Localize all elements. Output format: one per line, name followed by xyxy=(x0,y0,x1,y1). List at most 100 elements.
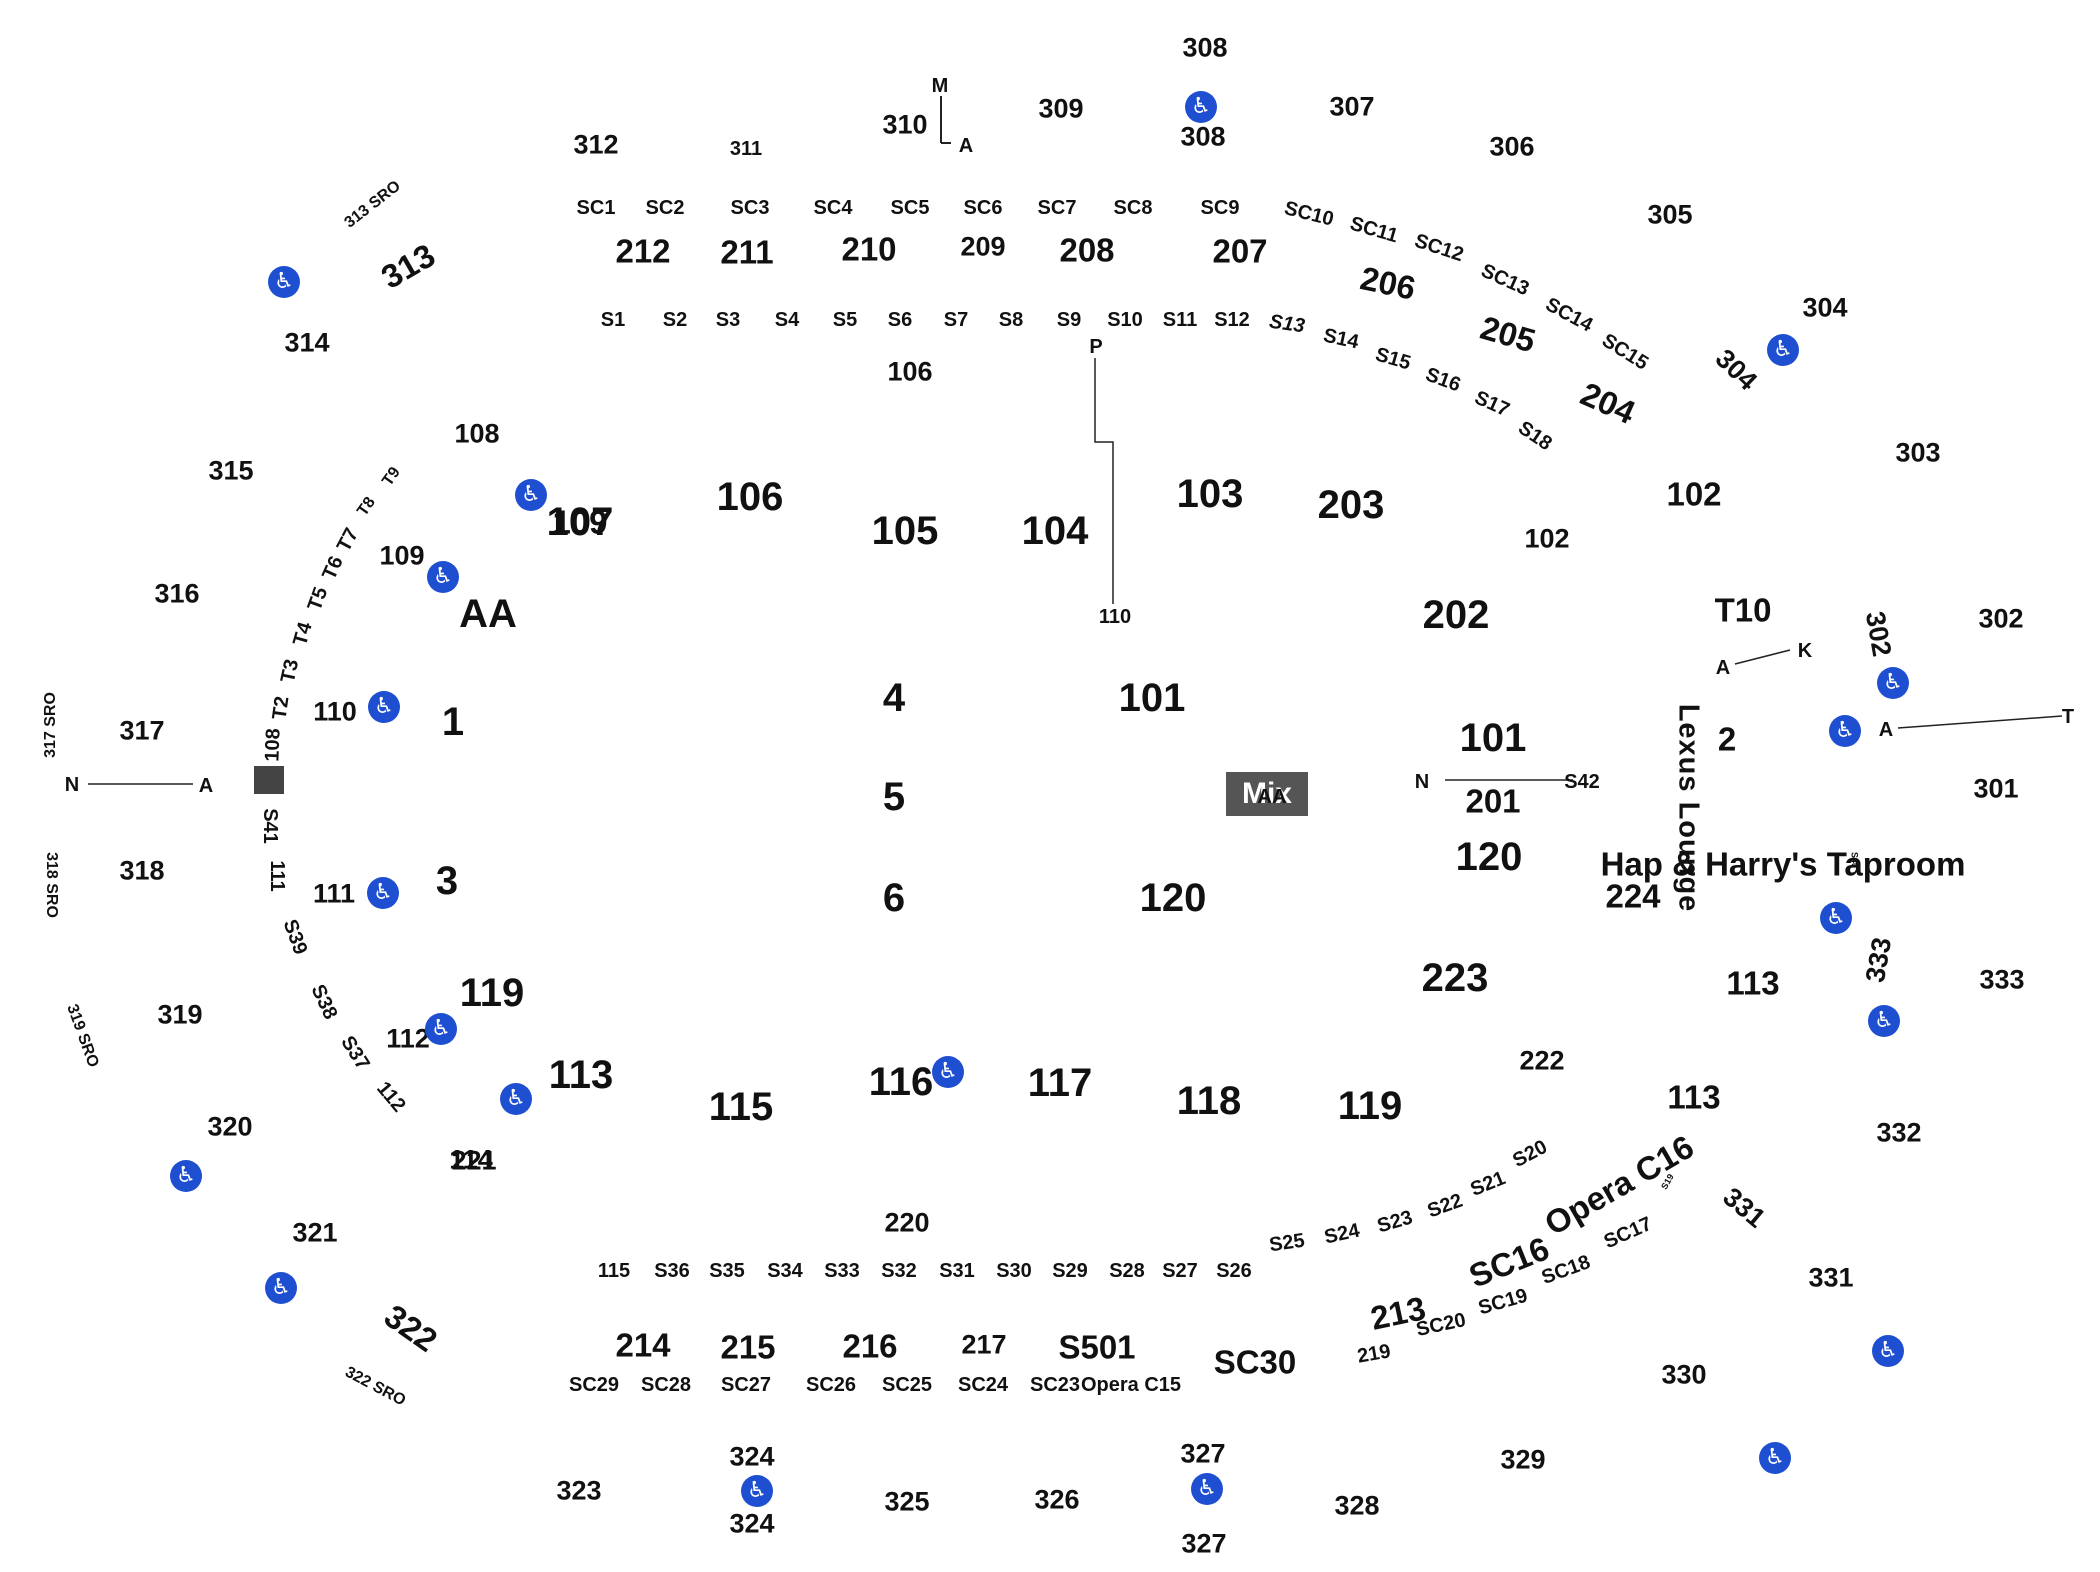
section-label[interactable]: 207 xyxy=(1212,232,1268,270)
section-label[interactable]: S32 xyxy=(881,1260,917,1282)
section-label[interactable]: 327 xyxy=(1181,1528,1227,1559)
section-label[interactable]: S1 xyxy=(600,309,626,331)
section-label[interactable]: 210 xyxy=(841,230,897,268)
section-label[interactable]: 214 xyxy=(615,1326,671,1364)
section-label[interactable]: S5 xyxy=(832,309,858,331)
section-label[interactable]: A xyxy=(1715,657,1731,679)
section-label[interactable]: S35 xyxy=(709,1260,745,1282)
section-label[interactable]: T xyxy=(2061,706,2075,728)
section-label[interactable]: 2 xyxy=(1717,720,1737,758)
section-label[interactable]: SC3 xyxy=(730,197,770,219)
section-label[interactable]: 303 xyxy=(1895,437,1941,468)
section-label[interactable]: P xyxy=(1089,336,1103,358)
section-label[interactable]: K xyxy=(1797,640,1813,662)
section-label[interactable]: SC25 xyxy=(881,1374,933,1396)
section-label[interactable]: 120 xyxy=(1139,876,1207,920)
section-label[interactable]: S6 xyxy=(887,309,913,331)
section-label[interactable]: N xyxy=(64,774,80,796)
section-label[interactable]: 119 xyxy=(1337,1084,1403,1128)
section-label[interactable]: SC27 xyxy=(720,1374,772,1396)
section-label[interactable]: 111 xyxy=(266,860,288,892)
section-label[interactable]: 305 xyxy=(1647,199,1693,230)
section-label[interactable]: 111 xyxy=(312,878,356,909)
section-label[interactable]: 108 xyxy=(454,418,500,449)
section-label[interactable]: 109 xyxy=(379,540,425,571)
section-label[interactable]: 318 xyxy=(119,855,165,886)
section-label[interactable]: AA xyxy=(459,592,517,636)
section-label[interactable]: 308 xyxy=(1182,32,1228,63)
section-label[interactable]: 202 xyxy=(1422,593,1490,637)
section-label[interactable]: 217 xyxy=(961,1329,1007,1360)
section-label[interactable]: 101 xyxy=(1118,676,1186,720)
section-label[interactable]: 212 xyxy=(615,232,671,270)
section-label[interactable]: 328 xyxy=(1334,1490,1380,1521)
section-label[interactable]: S11 xyxy=(1162,309,1198,331)
section-label[interactable]: 113 xyxy=(1667,1078,1721,1116)
section-label[interactable]: S28 xyxy=(1109,1260,1145,1282)
section-label[interactable]: S33 xyxy=(824,1260,860,1282)
section-label[interactable]: S501 xyxy=(1058,1328,1136,1366)
section-label[interactable]: 325 xyxy=(884,1486,930,1517)
section-label[interactable]: 216 xyxy=(842,1327,898,1365)
section-label[interactable]: 306 xyxy=(1489,131,1535,162)
section-label[interactable]: 309 xyxy=(1038,93,1084,124)
section-label[interactable]: S8 xyxy=(998,309,1024,331)
section-label[interactable]: S10 xyxy=(1107,309,1143,331)
section-label[interactable]: 326 xyxy=(1034,1484,1080,1515)
section-label[interactable]: S42 xyxy=(1564,771,1600,793)
section-label[interactable]: 118 xyxy=(1176,1079,1242,1123)
section-label[interactable]: 102 xyxy=(1666,475,1722,513)
section-label[interactable]: 314 xyxy=(284,327,330,358)
section-label[interactable]: 106 xyxy=(887,356,933,387)
section-label[interactable]: 110 xyxy=(1098,606,1132,628)
section-label[interactable]: SC7 xyxy=(1037,197,1077,219)
section-label[interactable]: 114 xyxy=(449,1144,493,1175)
section-label[interactable]: 221 xyxy=(451,1145,497,1176)
section-label[interactable]: SC24 xyxy=(957,1374,1009,1396)
section-label[interactable]: SC23 xyxy=(1029,1374,1081,1396)
section-label[interactable]: S7 xyxy=(943,309,969,331)
section-label[interactable]: S30 xyxy=(996,1260,1032,1282)
section-label[interactable]: 105 xyxy=(871,509,939,553)
section-label[interactable]: T10 xyxy=(1714,591,1772,629)
section-label[interactable]: 304 xyxy=(1802,292,1848,323)
section-label[interactable]: A xyxy=(958,135,974,157)
section-label[interactable]: S31 xyxy=(939,1260,975,1282)
section-label[interactable]: SC28 xyxy=(640,1374,692,1396)
section-label[interactable]: 311 xyxy=(729,138,763,160)
section-label[interactable]: SC9 xyxy=(1200,197,1240,219)
section-label[interactable]: 324 xyxy=(729,1508,775,1539)
section-label[interactable]: 310 xyxy=(882,109,928,140)
section-label[interactable]: S13 xyxy=(1267,310,1307,338)
section-label[interactable]: 116 xyxy=(868,1060,934,1104)
section-label[interactable]: 107 xyxy=(546,500,614,544)
section-label[interactable]: 333 xyxy=(1979,964,2025,995)
section-label[interactable]: SC8 xyxy=(1113,197,1153,219)
section-label[interactable]: 5 xyxy=(882,775,906,819)
section-label[interactable]: SC4 xyxy=(813,197,853,219)
section-label[interactable]: N xyxy=(1414,771,1430,793)
section-label[interactable]: S41 xyxy=(259,808,281,844)
section-label[interactable]: 201 xyxy=(1465,782,1521,820)
section-label[interactable]: 307 xyxy=(1329,91,1375,122)
section-label[interactable]: Hap & Harry's Taproom xyxy=(1600,845,1966,883)
section-label[interactable]: T2 xyxy=(268,694,294,722)
section-label[interactable]: S12 xyxy=(1214,309,1250,331)
section-label[interactable]: 321 xyxy=(292,1217,338,1248)
section-label[interactable]: 4 xyxy=(882,676,906,720)
section-label[interactable]: 102 xyxy=(1524,523,1570,554)
section-label[interactable]: 109 xyxy=(552,503,608,541)
section-label[interactable]: 220 xyxy=(884,1207,930,1238)
section-label[interactable]: SC5 xyxy=(890,197,930,219)
section-label[interactable]: 112 xyxy=(386,1023,430,1054)
section-label[interactable]: 223 xyxy=(1421,956,1489,1000)
section-label[interactable]: S26 xyxy=(1216,1260,1252,1282)
section-label[interactable]: 209 xyxy=(960,231,1006,262)
section-label[interactable]: 120 xyxy=(1455,835,1523,879)
section-label[interactable]: 208 xyxy=(1059,231,1115,269)
section-label[interactable]: SC1 xyxy=(576,197,616,219)
section-label[interactable]: 324 xyxy=(729,1441,775,1472)
section-label[interactable]: 302 xyxy=(1978,603,2024,634)
section-label[interactable]: 301 xyxy=(1973,773,2019,804)
section-label[interactable]: S40 xyxy=(1849,851,1860,868)
